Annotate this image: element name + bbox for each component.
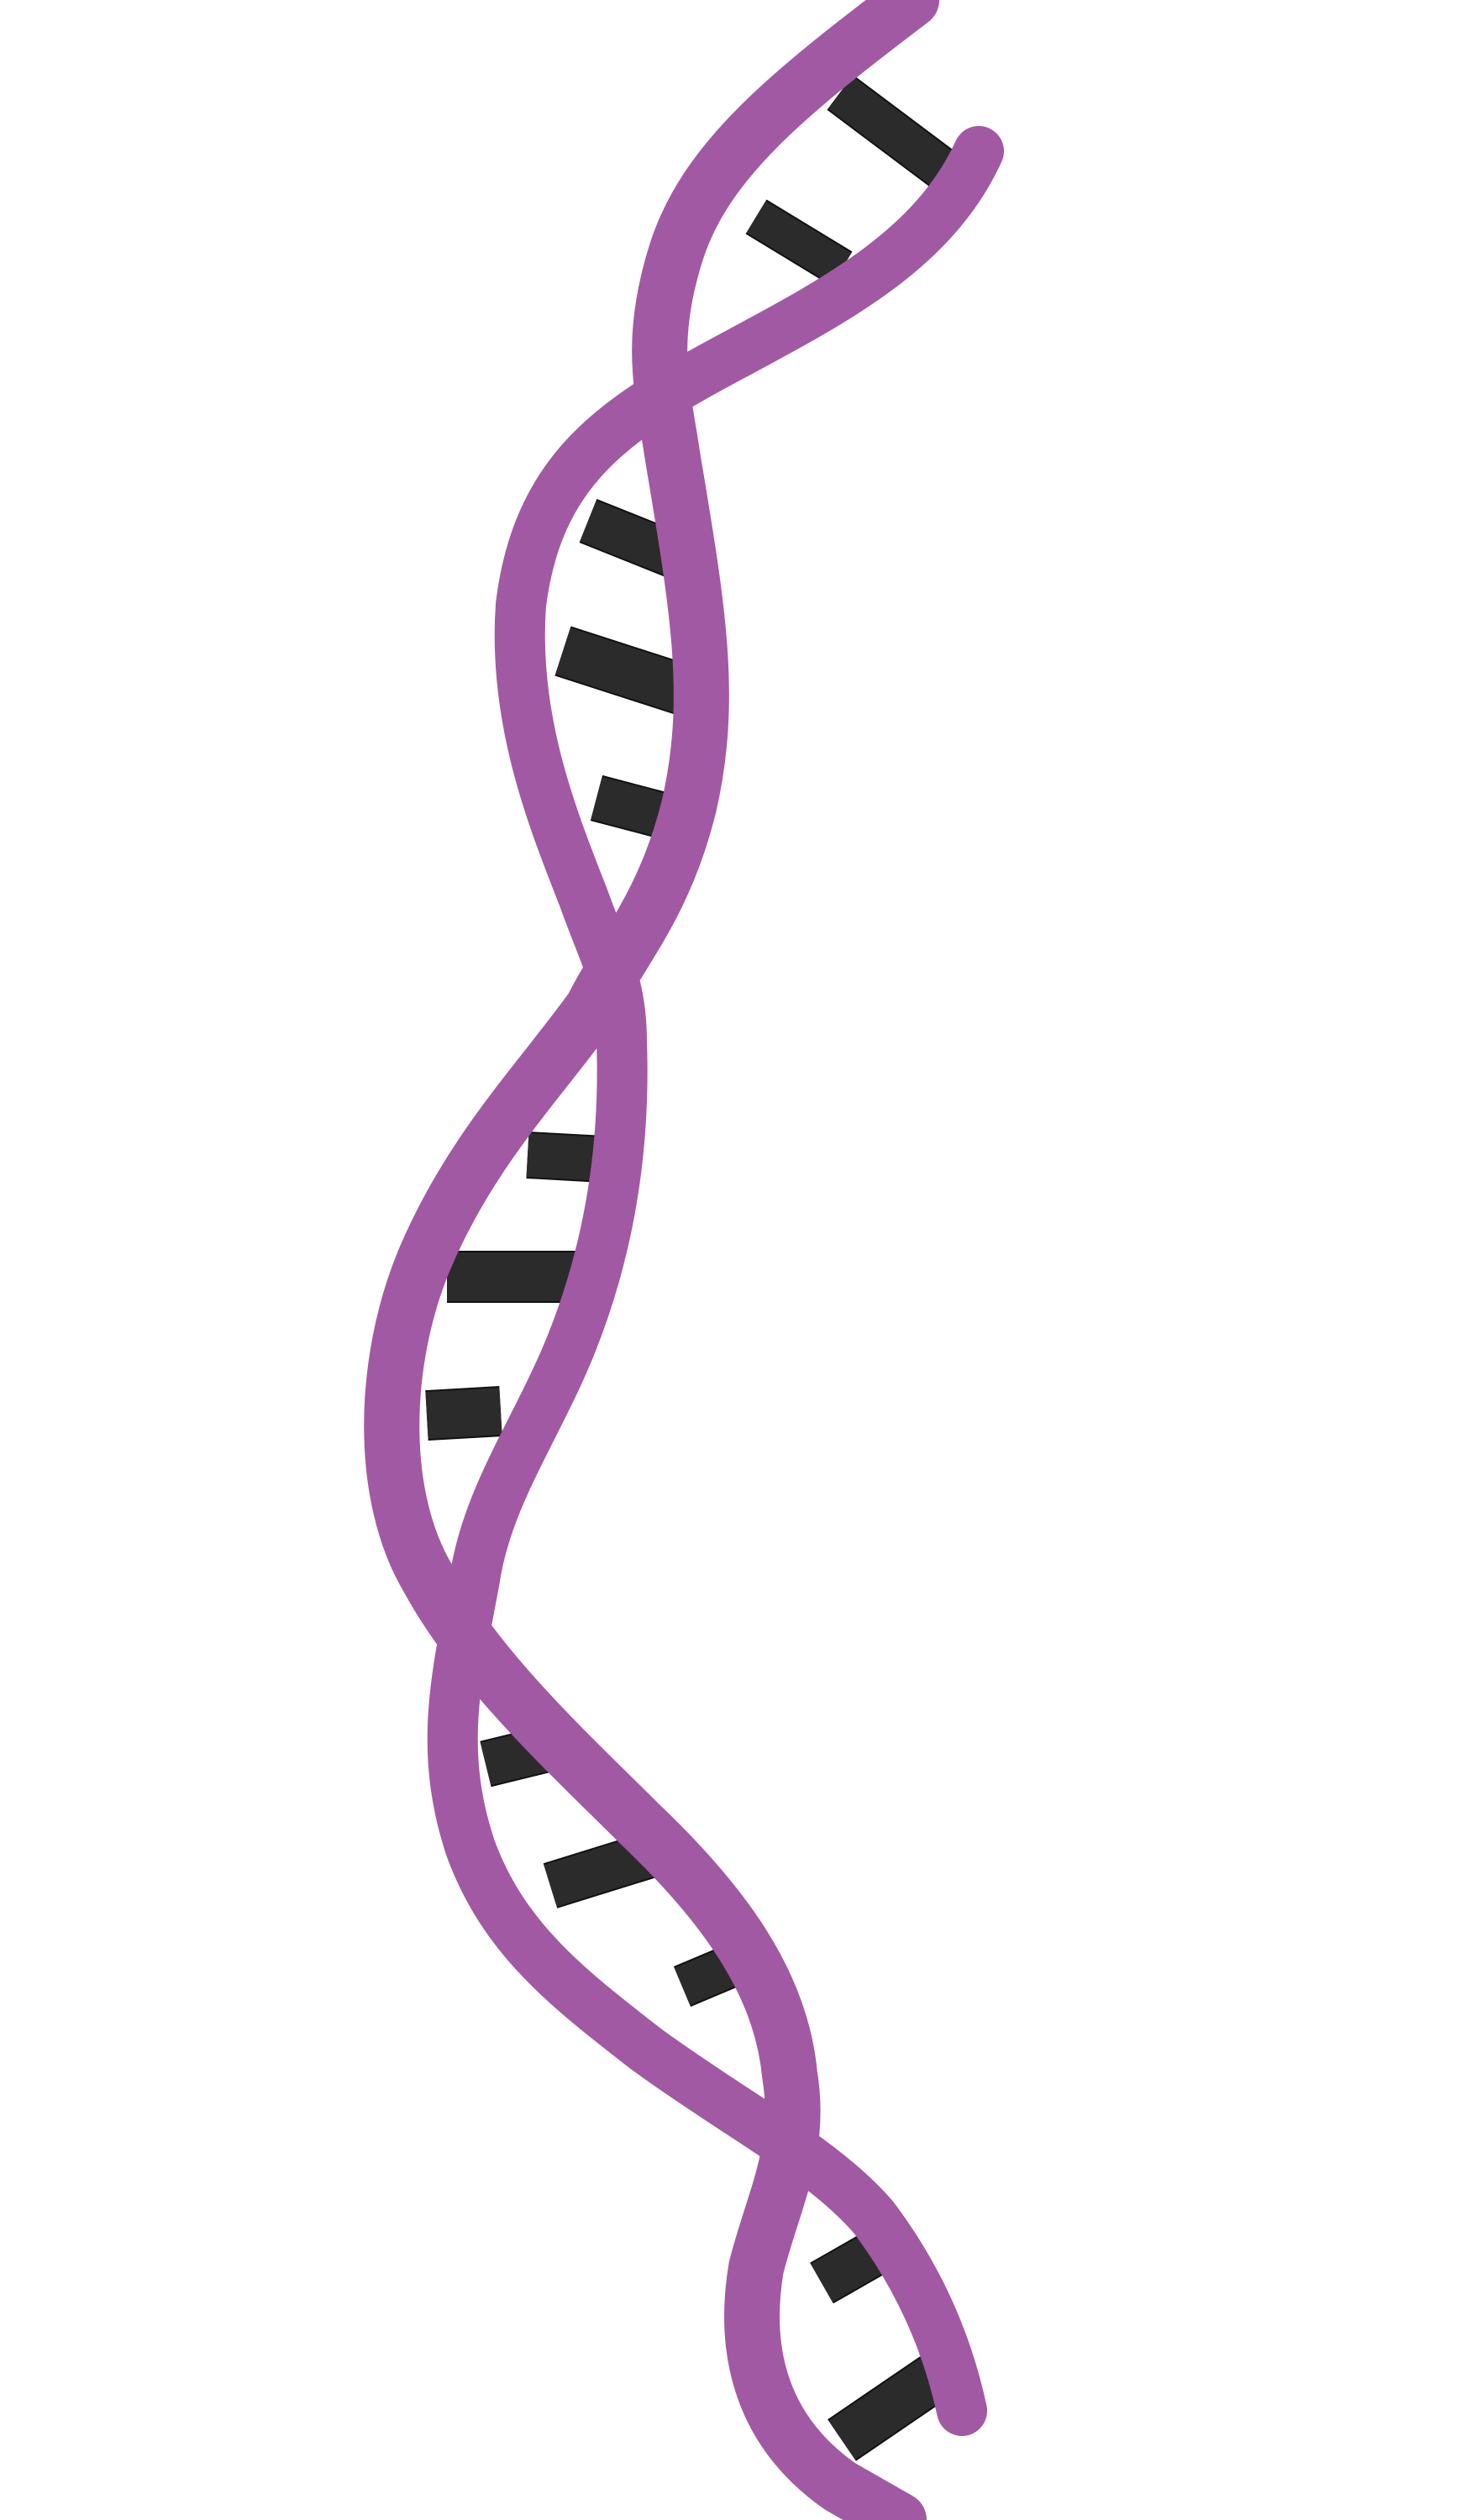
helix-backbone-strands [364,0,1004,2520]
backbone-strand-b [427,126,1004,2436]
base-pair-rung [828,76,970,197]
base-pair-rung [828,2357,948,2460]
backbone-strand-a [364,0,939,2520]
base-pair-rung [746,201,852,285]
base-pair-rung [425,1388,502,1439]
base-pair-rung [526,1133,605,1181]
